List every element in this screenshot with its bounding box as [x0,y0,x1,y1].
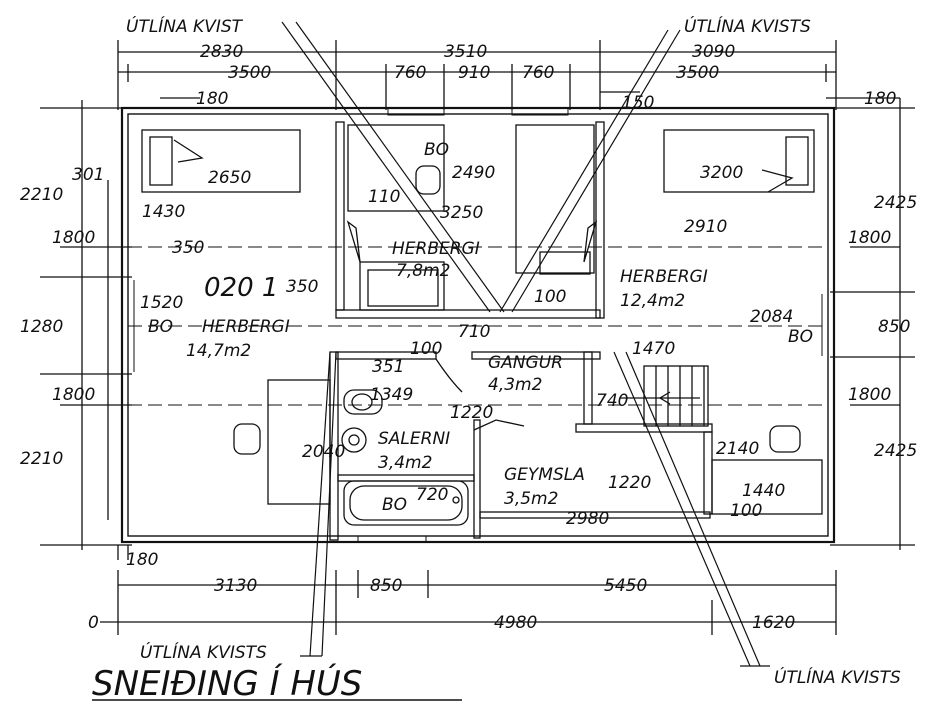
dim-2650: 2650 [208,168,251,188]
dim-710: 710 [458,322,490,342]
dim-top-180-left: 180 [196,89,228,109]
leader-label-top-left: ÚTLÍNA KVIST [126,15,244,37]
room-herbergi-left-area: 14,7m2 [186,341,251,361]
dim-bottom-3130: 3130 [214,576,257,596]
dim-top-760-b: 760 [522,63,554,83]
room-salerni: SALERNI [378,429,450,449]
dim-top-760-a: 760 [394,63,426,83]
room-bo-left: BO [148,317,173,337]
dim-2490: 2490 [452,163,495,183]
room-herbergi-right-area: 12,4m2 [620,291,685,311]
dim-351: 351 [372,357,404,377]
dim-100-a: 100 [534,287,566,307]
dim-right-1800-bottom: 1800 [848,385,891,405]
dim-right-2425-top: 2425 [874,193,917,213]
dim-bottom-4980: 4980 [494,613,537,633]
dim-740: 740 [596,391,628,411]
dim-bottom-1620: 1620 [752,613,795,633]
dim-2084: 2084 [750,307,793,327]
dim-top-2830: 2830 [200,42,243,62]
room-bo-bath: BO [382,495,407,515]
dim-bottom-5450: 5450 [604,576,647,596]
dim-1470: 1470 [632,339,675,359]
room-geymsla: GEYMSLA [504,465,585,485]
dim-1220-b: 1220 [608,473,651,493]
dim-left-1280: 1280 [20,317,63,337]
room-herbergi-right: HERBERGI [620,267,708,287]
room-herbergi-mid: HERBERGI [392,239,480,259]
room-gangur: GANGUR [488,353,563,373]
dim-100-b: 100 [410,339,442,359]
dim-2910: 2910 [684,217,727,237]
dim-left-1800-top: 1800 [52,228,95,248]
dim-301: 301 [72,165,104,185]
dim-350-b: 350 [286,277,318,297]
dim-1430: 1430 [142,202,185,222]
dim-left-1800-bottom: 1800 [52,385,95,405]
dim-top-180-right: 180 [864,89,896,109]
dim-350-a: 350 [172,238,204,258]
dim-100-c: 100 [730,501,762,521]
dim-1520: 1520 [140,293,183,313]
dim-3250: 3250 [440,203,483,223]
dim-left-2210-top: 2210 [20,185,63,205]
dim-1440: 1440 [742,481,785,501]
leader-label-bottom-left: ÚTLÍNA KVISTS [140,641,267,663]
dim-1349: 1349 [370,385,413,405]
dim-top-3090: 3090 [692,42,735,62]
room-herbergi-left: HERBERGI [202,317,290,337]
room-salerni-area: 3,4m2 [378,453,432,473]
leader-label-top-right: ÚTLÍNA KVISTS [684,15,811,37]
dim-bottom-180: 180 [126,550,158,570]
dim-left-2210-bottom: 2210 [20,449,63,469]
dim-2140: 2140 [716,439,759,459]
dim-bottom-0: 0 [88,613,99,633]
dim-top-3500-left: 3500 [228,63,271,83]
leader-label-bottom-right: ÚTLÍNA KVISTS [774,666,901,688]
dim-top-3510: 3510 [444,42,487,62]
room-bo-right: BO [788,327,813,347]
dim-1220-a: 1220 [450,403,493,423]
room-number: 020 1 [204,273,278,303]
dim-right-1800-top: 1800 [848,228,891,248]
dim-top-3500-right: 3500 [676,63,719,83]
room-herbergi-mid-area: 7,8m2 [396,261,450,281]
dim-right-850: 850 [878,317,910,337]
dim-top-910: 910 [458,63,490,83]
dim-720: 720 [416,485,448,505]
room-bo-top: BO [424,140,449,160]
dim-right-2425-bottom: 2425 [874,441,917,461]
dim-2040: 2040 [302,442,345,462]
dim-110: 110 [368,187,400,207]
dim-top-150: 150 [622,93,654,113]
dim-bottom-850: 850 [370,576,402,596]
dim-3200: 3200 [700,163,743,183]
dim-2980: 2980 [566,509,609,529]
drawing-title: SNEIÐING Í HÚS [92,663,362,704]
room-geymsla-area: 3,5m2 [504,489,558,509]
room-gangur-area: 4,3m2 [488,375,542,395]
